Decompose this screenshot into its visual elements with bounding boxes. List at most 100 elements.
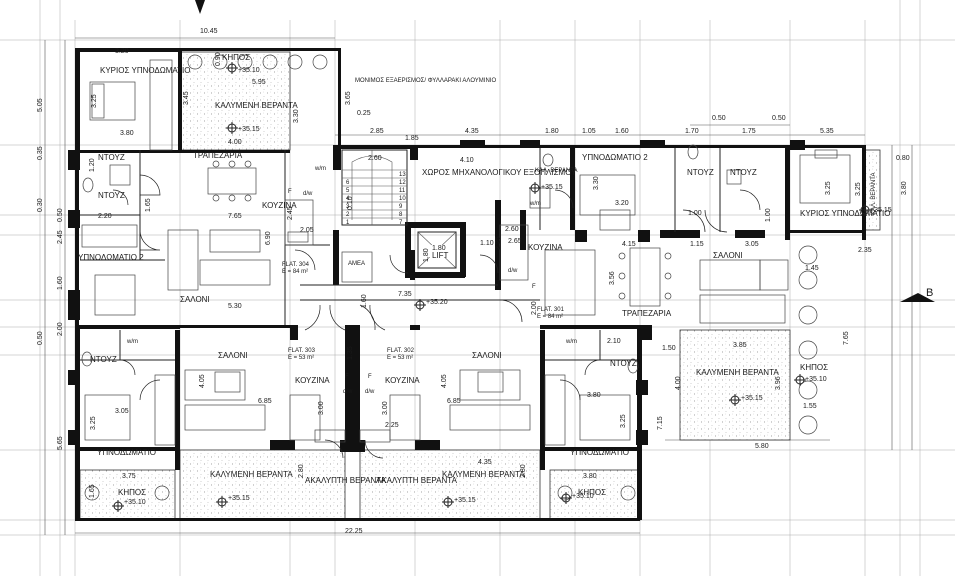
level-kipos-top: +35.10 <box>238 67 260 74</box>
dim-m25: 3.20 <box>615 200 629 207</box>
dim-m47: 6.85 <box>258 398 272 405</box>
label-f-3: F <box>345 374 349 380</box>
label-wm-4: w/m <box>565 339 577 345</box>
room-ypnodomatio2-l: ΥΠΝΟΔΩΜΑΤΙΟ 2 <box>78 253 144 262</box>
level-bottom-ver-l: +35.15 <box>228 495 250 502</box>
dim-left-6: 1.60 <box>57 276 64 290</box>
room-ntouz-bl: ΝΤΟΥΖ <box>90 355 117 364</box>
level-bottom-kipos-r: +35.10 <box>572 493 594 500</box>
room-ntouz-br: ΝΤΟΥΖ <box>610 359 637 368</box>
dim-m37: 2.00 <box>531 301 538 315</box>
dim-left-9: 5.65 <box>57 436 64 450</box>
room-kyrios-ypnodomatio-tl: ΚΥΡΙΟΣ ΥΠΝΟΔΩΜΑΤΙΟ <box>100 66 190 75</box>
dim-right-2: 3.80 <box>901 181 908 195</box>
stair-num-3: 11 <box>399 188 406 194</box>
stair-num-4: 10 <box>399 196 406 202</box>
room-ntouz2-r: ΝΤΟΥΖ <box>730 168 757 177</box>
level-bottom-kipos-l: +35.10 <box>124 499 146 506</box>
room-ntouz2-tl: ΝΤΟΥΖ <box>98 191 125 200</box>
room-trapezaria-tl: ΤΡΑΠΕΖΑΡΙΑ <box>193 151 243 160</box>
dim-m62: 1.20 <box>89 158 96 172</box>
room-kal-veranta-vertical: ΚΑΛ. ΒΕΡΑΝΤΑ <box>871 173 877 215</box>
room-kalymmeni-veranta-bl: ΚΑΛΥΜΕΝΗ ΒΕΡΑΝΤΑ <box>210 470 293 479</box>
dim-left-8: 0.50 <box>37 331 44 345</box>
dim-m26: 3.25 <box>825 181 832 195</box>
dim-top-small-1: 0.50 <box>712 115 726 122</box>
room-kalymmeni-veranta-r: ΚΑΛΥΜΕΝΗ ΒΕΡΑΝΤΑ <box>696 368 779 377</box>
dim-m36: 1.60 <box>361 294 368 308</box>
dim-m0: 3.20 <box>115 48 129 55</box>
room-saloni-br: ΣΑΛΟΝΙ <box>472 351 502 360</box>
flat-301-name: FLAT. 301 <box>537 307 565 313</box>
dim-m16: 2.05 <box>300 227 314 234</box>
dim-m29: 1.00 <box>765 208 772 222</box>
dim-m63: 3.25 <box>90 416 97 430</box>
room-kipos-r: ΚΗΠΟΣ <box>800 363 828 372</box>
dim-m4: 3.25 <box>91 94 98 108</box>
dim-m11: 4.10 <box>460 157 474 164</box>
dim-m10: 2.60 <box>368 155 382 162</box>
dim-m59: 3.80 <box>583 473 597 480</box>
level-markers <box>112 62 871 512</box>
dim-m6: 4.00 <box>228 139 242 146</box>
label-dw-4: d/w <box>365 389 375 395</box>
dim-m24: 3.30 <box>593 176 600 190</box>
dim-m5: 3.80 <box>120 130 134 137</box>
dim-m50: 2.25 <box>385 422 399 429</box>
north-label: B <box>926 287 933 299</box>
label-dw-2: d/w <box>508 268 518 274</box>
dim-m48: 3.00 <box>318 401 325 415</box>
room-lift: LIFT <box>432 251 449 260</box>
garden-bottom-right <box>549 469 641 521</box>
room-kipos-br: ΚΗΠΟΣ <box>578 488 606 497</box>
label-f-2: F <box>532 284 536 290</box>
furniture <box>81 54 851 501</box>
stair-num-2: 12 <box>399 180 406 186</box>
level-stair-mech: +35.15 <box>541 184 563 191</box>
dim-left-7: 2.00 <box>57 322 64 336</box>
dim-m21: 1.10 <box>480 240 494 247</box>
stair-num-5: 9 <box>399 204 403 210</box>
stair-num-7: 7 <box>399 220 403 226</box>
dim-bottom-overall: 22.25 <box>345 528 363 535</box>
flat-301-area: E = 84 m² <box>537 314 563 320</box>
veranda-bottom-left <box>179 449 346 521</box>
dim-left-1: 5.05 <box>37 98 44 112</box>
dim-m31: 4.15 <box>622 241 636 248</box>
dim-top-8: 1.75 <box>742 128 756 135</box>
dim-m33: 1.45 <box>805 265 819 272</box>
stair-num-6: 8 <box>399 212 403 218</box>
room-trapezaria-r: ΤΡΑΠΕΖΑΡΙΑ <box>622 309 672 318</box>
room-ntouz-tl: ΝΤΟΥΖ <box>98 153 125 162</box>
dim-m42: 3.96 <box>775 376 782 390</box>
dim-top-overall: 10.45 <box>200 28 218 35</box>
room-koyzina-br: ΚΟΥΖΙΝΑ <box>385 376 420 385</box>
dim-m20: 1.80 <box>423 248 430 262</box>
dim-m56: 3.75 <box>122 473 136 480</box>
dim-m27: 1.00 <box>688 210 702 217</box>
dim-m64: 3.25 <box>855 182 862 196</box>
dim-m1: 0.90 <box>215 52 222 66</box>
room-koyzina-tl: ΚΟΥΖΙΝΑ <box>262 201 297 210</box>
dim-m54: 3.25 <box>620 414 627 428</box>
stair-num-12: 5 <box>346 188 350 194</box>
stair-num-9: 2 <box>346 212 350 218</box>
dim-top-1: 2.85 <box>370 128 384 135</box>
dim-top-7: 1.70 <box>685 128 699 135</box>
flat-303-area: E = 53 m² <box>288 355 314 361</box>
level-veranta-top: +35.15 <box>238 126 260 133</box>
dim-m46: 3.05 <box>115 408 129 415</box>
dim-top-small-2: 0.50 <box>772 115 786 122</box>
room-kipos-top: ΚΗΠΟΣ <box>222 53 250 62</box>
dim-m30: 3.05 <box>745 241 759 248</box>
dim-m32: 3.56 <box>609 271 616 285</box>
dim-m17: 2.45 <box>287 206 294 220</box>
dim-m57: 4.35 <box>478 459 492 466</box>
room-saloni-tl: ΣΑΛΟΝΙ <box>180 295 210 304</box>
label-f-1: F <box>288 189 292 195</box>
dim-m13: 7.65 <box>228 213 242 220</box>
room-kipos-bl: ΚΗΠΟΣ <box>118 488 146 497</box>
dim-m23: 2.65 <box>508 238 522 245</box>
dim-m45: 4.05 <box>199 374 206 388</box>
